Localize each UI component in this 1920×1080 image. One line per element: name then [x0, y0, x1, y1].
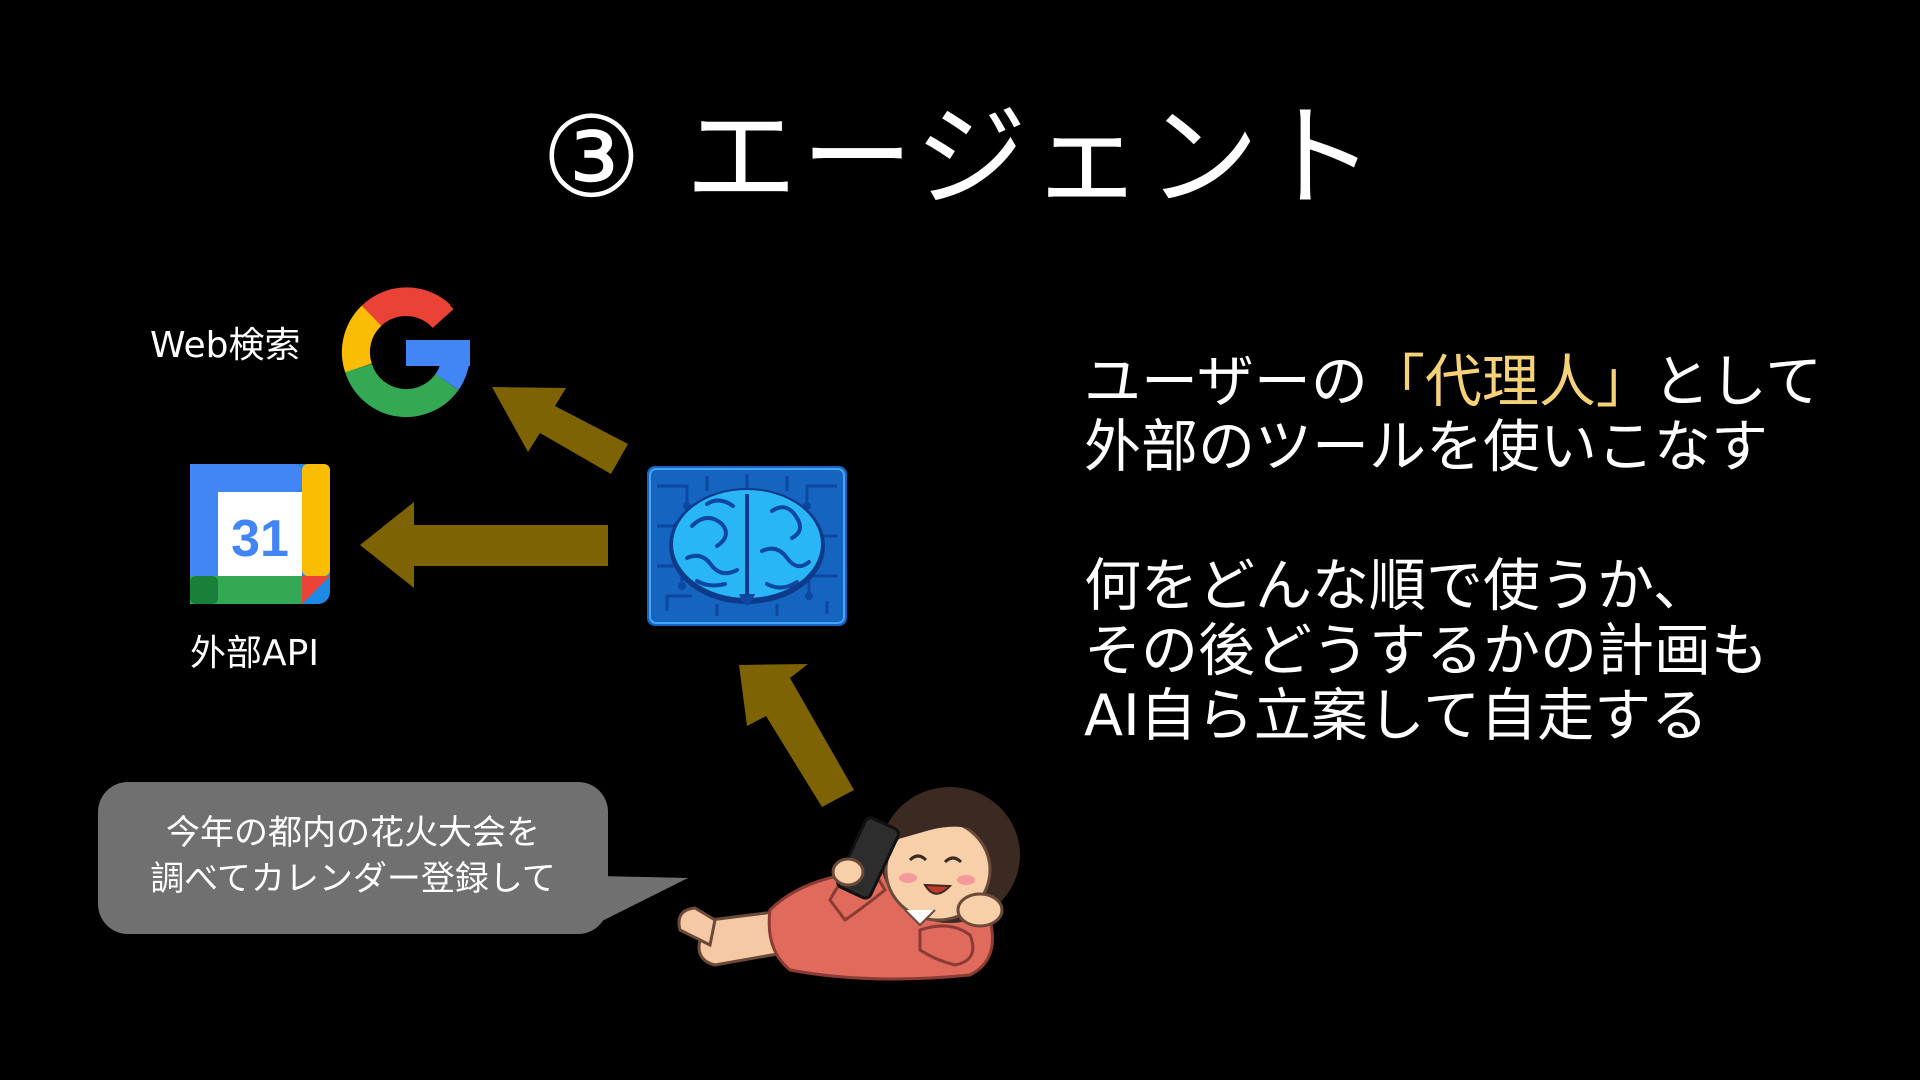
- external-api-label: 外部API: [190, 628, 319, 680]
- speech-bubble: 今年の都内の花火大会を 調べてカレンダー登録して: [98, 782, 608, 934]
- calendar-day: 31: [231, 510, 289, 568]
- description-paragraph-2: 何をどんな順で使うか、 その後どうするかの計画も AI自ら立案して自走する: [1084, 554, 1822, 749]
- arrow-to-calendar: [360, 502, 610, 592]
- calendar-icon: 31: [190, 464, 330, 604]
- description-text: ユーザーの「代理人」として 外部のツールを使いこなす 何をどんな順で使うか、 そ…: [1084, 350, 1822, 749]
- description-line-4: その後どうするかの計画も: [1084, 618, 1768, 684]
- description-line-5: AI自ら立案して自走する: [1084, 683, 1708, 749]
- description-line-2: 外部のツールを使いこなす: [1084, 414, 1768, 480]
- slide-title: ③ エージェント: [0, 88, 1920, 228]
- description-highlight: 「代理人」: [1368, 349, 1653, 415]
- ai-brain-icon: [647, 466, 847, 626]
- web-search-label: Web検索: [150, 320, 301, 372]
- description-line-3: 何をどんな順で使うか、: [1084, 553, 1710, 619]
- girl-with-phone-illustration: [670, 760, 1050, 1000]
- google-icon: [336, 282, 476, 422]
- speech-line-1: 今年の都内の花火大会を: [166, 813, 540, 853]
- description-line-1-prefix: ユーザーの: [1084, 349, 1368, 415]
- speech-bubble-text: 今年の都内の花火大会を 調べてカレンダー登録して: [98, 810, 608, 902]
- description-line-1-suffix: として: [1653, 349, 1822, 415]
- description-paragraph-1: ユーザーの「代理人」として 外部のツールを使いこなす: [1084, 350, 1822, 480]
- speech-line-2: 調べてカレンダー登録して: [150, 859, 556, 899]
- arrow-to-google: [480, 360, 640, 490]
